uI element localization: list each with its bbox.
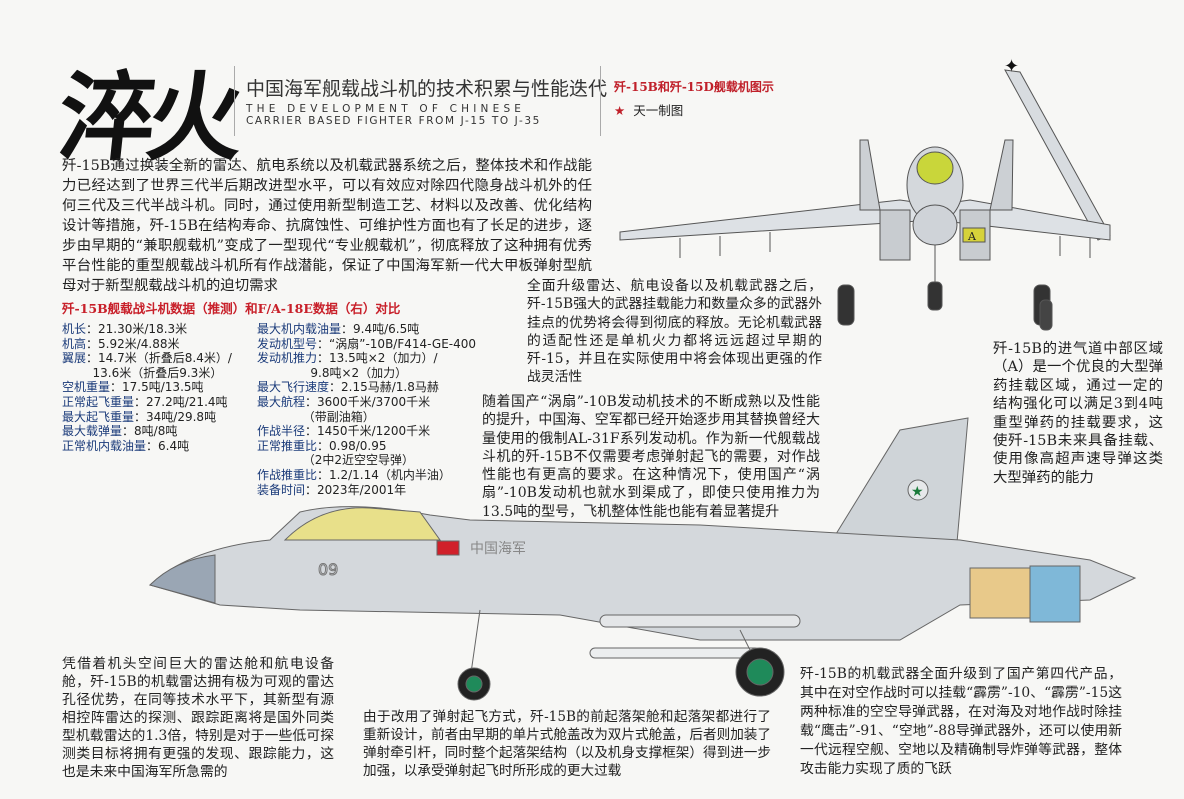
spec-row: 作战推重比：1.2/1.14（机内半油） xyxy=(257,467,451,482)
spec-value: “涡扇”-10B/F414-GE-400 xyxy=(329,336,477,351)
spec-label: 正常机内载油量 xyxy=(62,438,147,453)
spec-label: 发动机型号 xyxy=(257,336,318,351)
canopy xyxy=(283,507,441,541)
spec-label: 最大起飞重量 xyxy=(62,409,135,424)
specs-left-column: 机长：21.30米/18.3米机高：5.92米/4.88米翼展：14.7米（折叠… xyxy=(62,322,232,453)
spec-row: 正常起飞重量：27.2吨/21.4吨 xyxy=(62,394,228,409)
zone-a-label: A xyxy=(967,230,977,243)
spec-label: 机长 xyxy=(62,322,87,336)
svg-text:★: ★ xyxy=(911,484,924,500)
spec-value: 5.92米/4.88米 xyxy=(98,336,180,351)
diagram-title: 歼-15B和歼-15D舰载机图示 xyxy=(614,80,774,94)
credit-text: 天一制图 xyxy=(633,103,684,118)
spec-label: 最大载弹量 xyxy=(62,424,123,439)
spec-value: 17.5吨/13.5吨 xyxy=(122,380,204,395)
divider xyxy=(600,66,601,136)
spec-label: 空机重量 xyxy=(62,380,111,395)
landing-gear-paragraph: 由于改用了弹射起飞方式，歼-15B的前起落架舱和起落架都进行了重新设计，前者由早… xyxy=(363,709,771,779)
english-subtitle-line1: THE DEVELOPMENT OF CHINESE xyxy=(246,103,526,115)
spec-label: 作战半径 xyxy=(257,424,306,439)
armament-paragraph: 歼-15B的机载武器全面升级到了国产第四代产品，其中在对空作战时可以挂载“霹雳”… xyxy=(800,666,1122,777)
spec-value: 9.4吨/6.5吨 xyxy=(353,322,420,336)
spec-row: 最大航程：3600千米/3700千米 （带副油箱） xyxy=(257,394,431,424)
spec-label: 最大航程 xyxy=(257,394,306,409)
credit: ★ 天一制图 xyxy=(614,100,683,119)
spec-row: 最大机内载油量：9.4吨/6.5吨 xyxy=(257,322,420,336)
specs-right-column: 最大机内载油量：9.4吨/6.5吨发动机型号：“涡扇”-10B/F414-GE-… xyxy=(257,322,476,497)
spec-row: 最大起飞重量：34吨/29.8吨 xyxy=(62,409,217,424)
canopy-front xyxy=(916,151,954,185)
spec-row: 作战半径：1450千米/1200千米 xyxy=(257,424,431,439)
spec-value: 2.15马赫/1.8马赫 xyxy=(341,380,439,395)
spec-row: 正常推重比：0.98/0.95 （2中2近空空导弹） xyxy=(257,438,415,468)
spec-label: 作战推重比 xyxy=(257,467,318,482)
spec-row: 最大飞行速度：2.15马赫/1.8马赫 xyxy=(257,380,439,395)
front-view-aircraft: ✦ A xyxy=(619,56,1111,331)
spec-value: 21.30米/18.3米 xyxy=(98,322,188,336)
spec-value: 14.7米（折叠后8.4米）/ 13.6米（折叠后9.3米） xyxy=(92,351,232,380)
main-wheel-left xyxy=(837,284,855,326)
spec-value: 13.5吨×2（加力）/ 9.8吨×2（加力） xyxy=(310,351,438,380)
spec-value: 1450千米/1200千米 xyxy=(317,424,431,439)
side-number: 09 xyxy=(318,560,338,579)
spec-label: 正常起飞重量 xyxy=(62,394,135,409)
spec-label: 最大机内载油量 xyxy=(257,322,342,336)
flag-icon xyxy=(436,540,460,556)
spec-value: 1.2/1.14（机内半油） xyxy=(329,467,451,482)
spec-label: 机高 xyxy=(62,336,87,351)
spec-label: 正常推重比 xyxy=(257,438,318,453)
spec-row: 发动机型号：“涡扇”-10B/F414-GE-400 xyxy=(257,336,477,351)
engine-paragraph: 随着国产“涡扇”-10B发动机技术的不断成熟以及性能的提升，中国海、空军都已经开… xyxy=(482,394,820,520)
weapons-upgrade-paragraph: 全面升级雷达、航电设备以及机载武器之后，歼-15B强大的武器挂载能力和数量众多的… xyxy=(527,278,822,386)
spec-label: 装备时间 xyxy=(257,482,306,497)
svg-text:✦: ✦ xyxy=(1004,56,1019,77)
intake-paragraph: 歼-15B的进气道中部区域（A）是一个优良的大型弹药挂载区域，通过一定的结构强化… xyxy=(993,341,1163,486)
spec-value: 27.2吨/21.4吨 xyxy=(146,394,228,409)
spec-row: 翼展：14.7米（折叠后8.4米）/ 13.6米（折叠后9.3米） xyxy=(62,351,232,380)
spec-value: 0.98/0.95 （2中2近空空导弹） xyxy=(302,438,415,468)
spec-row: 机长：21.30米/18.3米 xyxy=(62,322,188,336)
navy-marking: 中国海军 xyxy=(470,541,526,557)
spec-row: 发动机推力：13.5吨×2（加力）/ 9.8吨×2（加力） xyxy=(257,351,438,380)
spec-row: 机高：5.92米/4.88米 xyxy=(62,336,180,351)
spec-row: 正常机内载油量：6.4吨 xyxy=(62,438,190,453)
divider xyxy=(234,66,235,136)
spec-label: 最大飞行速度 xyxy=(257,380,330,395)
spec-value: 2023年/2001年 xyxy=(317,482,407,497)
intro-paragraph: 歼-15B通过换装全新的雷达、航电系统以及机载武器系统之后，整体技术和作战能力已… xyxy=(62,158,592,294)
specs-heading: 歼-15B舰载战斗机数据（推测）和F/A-18E数据（右）对比 xyxy=(62,301,401,316)
spec-value: 3600千米/3700千米 （带副油箱） xyxy=(302,394,431,424)
spec-value: 6.4吨 xyxy=(158,438,190,453)
star-icon: ★ xyxy=(614,103,626,118)
page-title: 中国海军舰载战斗机的技术积累与性能迭代 xyxy=(246,78,608,100)
spec-row: 最大载弹量：8吨/8吨 xyxy=(62,424,178,439)
english-subtitle-line2: CARRIER BASED FIGHTER FROM J-15 TO J-35 xyxy=(246,115,541,127)
spec-row: 装备时间：2023年/2001年 xyxy=(257,482,407,497)
radar-paragraph: 凭借着机头空间巨大的雷达舱和航电设备舱，歼-15B的机载雷达拥有极为可观的雷达孔… xyxy=(62,656,334,780)
spec-row: 空机重量：17.5吨/13.5吨 xyxy=(62,380,204,395)
spec-value: 8吨/8吨 xyxy=(134,424,178,439)
spec-label: 发动机推力 xyxy=(257,351,318,366)
radome xyxy=(149,554,216,604)
side-view-aircraft: 中国海军 09 ★ xyxy=(149,417,1137,701)
spec-value: 34吨/29.8吨 xyxy=(146,409,217,424)
english-subtitle: THE DEVELOPMENT OF CHINESE CARRIER BASED… xyxy=(246,103,541,127)
spec-label: 翼展 xyxy=(62,351,87,366)
